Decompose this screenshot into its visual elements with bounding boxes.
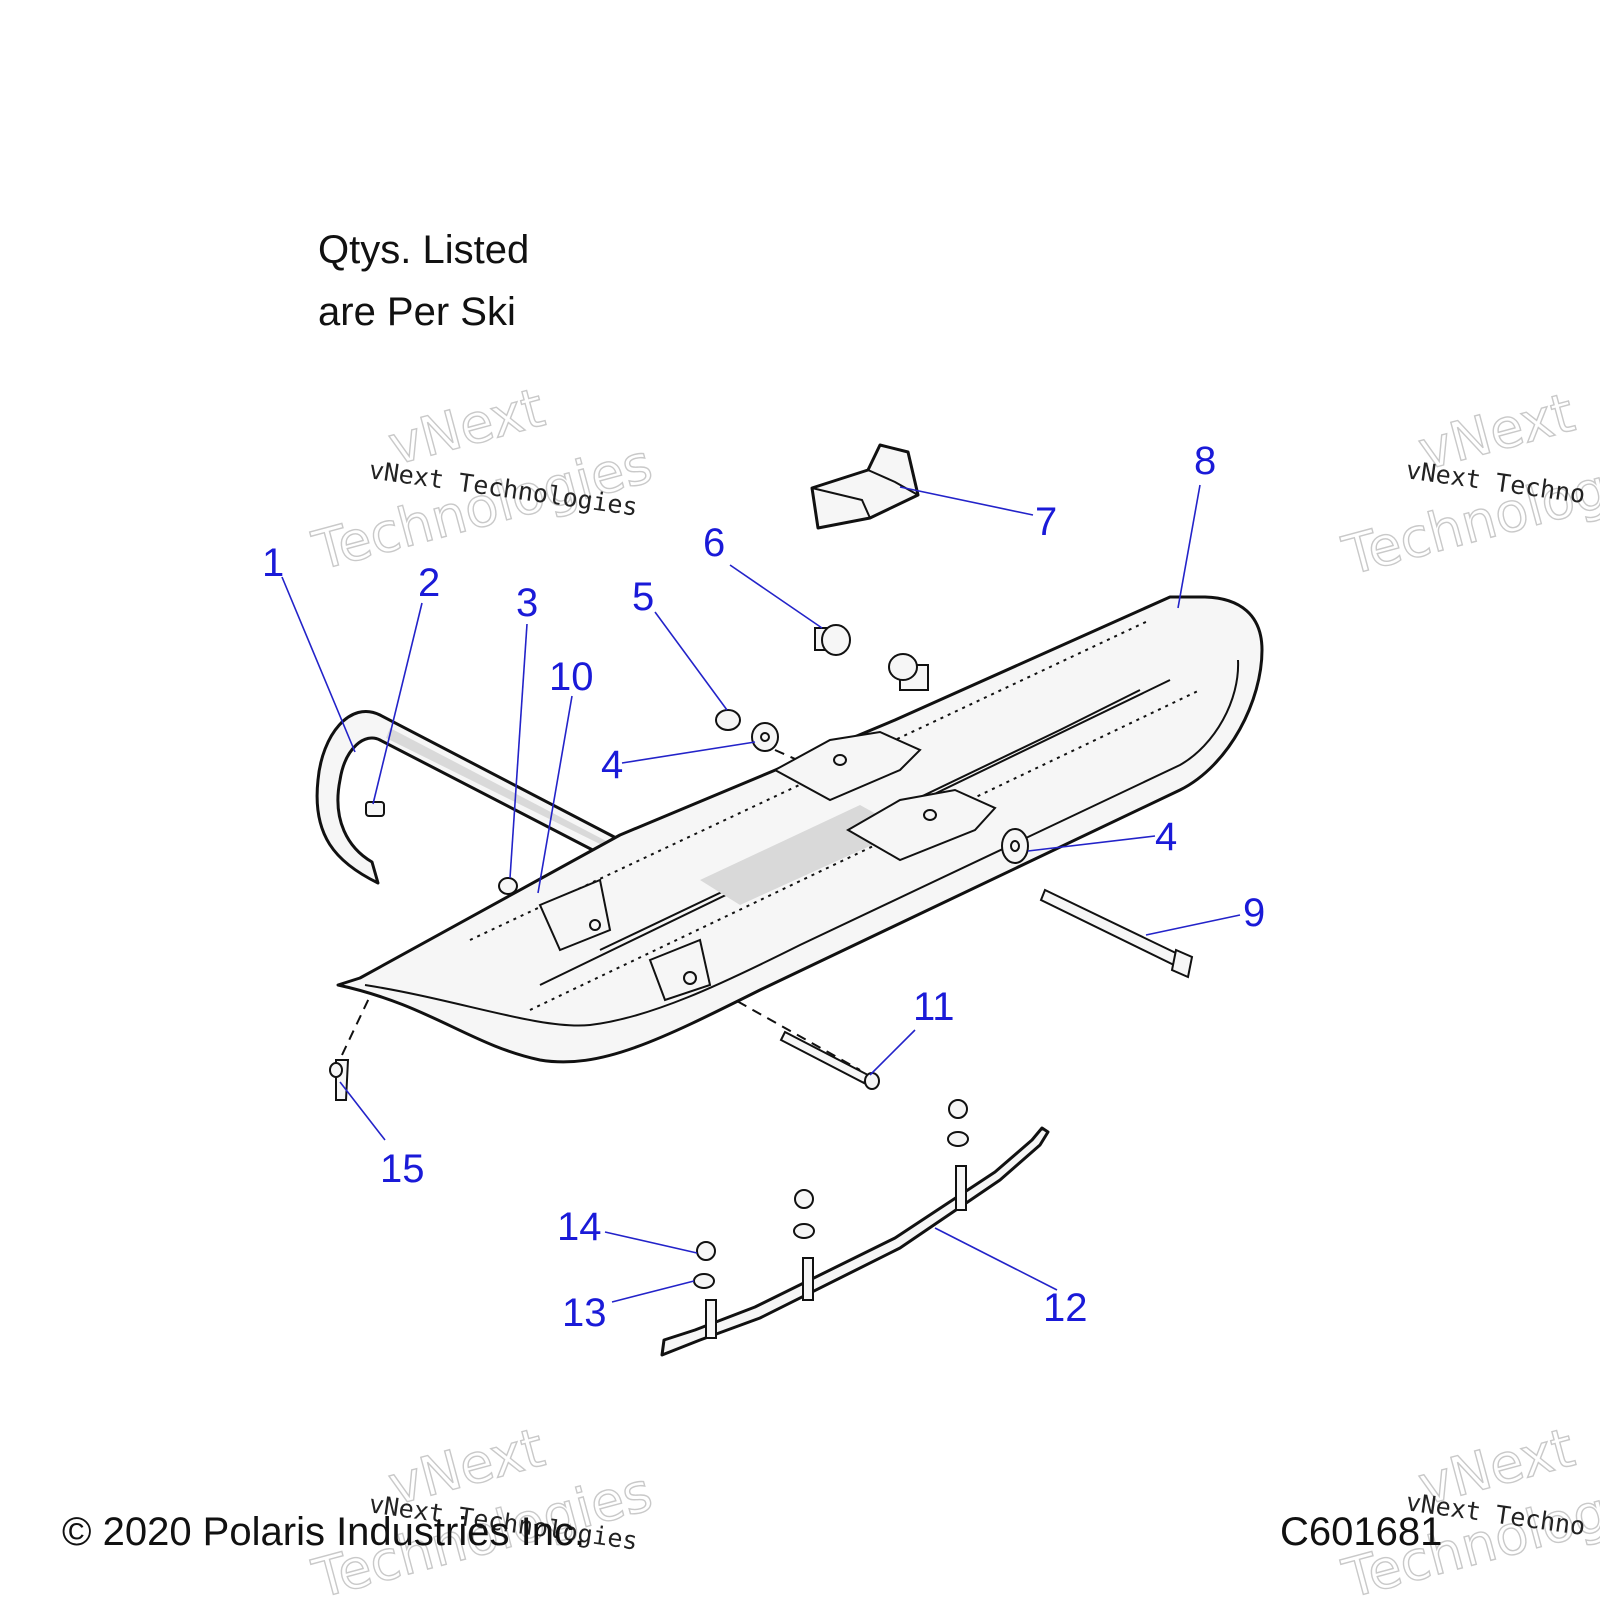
callout-8: 8 — [1194, 439, 1216, 483]
part-pin — [329, 1059, 350, 1101]
callout-4-right: 4 — [1155, 815, 1177, 859]
callout-13: 13 — [562, 1291, 607, 1335]
part-clip — [365, 801, 385, 817]
callout-10: 10 — [549, 655, 594, 699]
callout-15: 15 — [380, 1147, 425, 1191]
part-runner-nuts-and-washers — [693, 1099, 969, 1289]
part-long-bolt — [1039, 888, 1194, 979]
watermark-top-left: vNext Technologies vNext Technologies — [305, 375, 659, 583]
part-short-bolt — [779, 1030, 880, 1090]
part-ski-body — [336, 595, 1264, 1064]
part-wear-bar — [660, 1126, 1050, 1357]
part-flange-nut-and-washer — [715, 709, 779, 752]
copyright-notice: © 2020 Polaris Industries Inc. — [62, 1510, 586, 1554]
callout-6: 6 — [703, 521, 725, 565]
diagram-code: C601681 — [1280, 1510, 1443, 1554]
callout-5: 5 — [632, 575, 654, 619]
callout-1: 1 — [262, 541, 284, 585]
callout-labels: 1 2 3 10 5 4 6 7 8 4 9 11 15 14 13 12 — [262, 439, 1265, 1335]
quantity-note-line-1: Qtys. Listed — [318, 228, 530, 272]
callout-2: 2 — [418, 561, 440, 605]
watermark-bottom-left: vNext Technologies vNext Technologies — [305, 1415, 659, 1600]
part-washer-right — [1001, 828, 1029, 864]
part-bushings — [814, 624, 929, 691]
callout-12: 12 — [1043, 1286, 1088, 1330]
callout-14: 14 — [557, 1205, 602, 1249]
callout-9: 9 — [1243, 891, 1265, 935]
watermark-top-right: vNext Technologies vNext Techno — [1335, 380, 1600, 588]
callout-7: 7 — [1035, 500, 1057, 544]
callout-11: 11 — [913, 985, 955, 1029]
watermark-bottom-right: vNext Technologies vNext Techno — [1335, 1415, 1600, 1600]
callout-leader-lines — [281, 484, 1241, 1303]
part-ski-block — [810, 443, 920, 530]
quantity-note-line-2: are Per Ski — [318, 290, 516, 334]
callout-4-left: 4 — [601, 743, 623, 787]
callout-3: 3 — [516, 581, 538, 625]
